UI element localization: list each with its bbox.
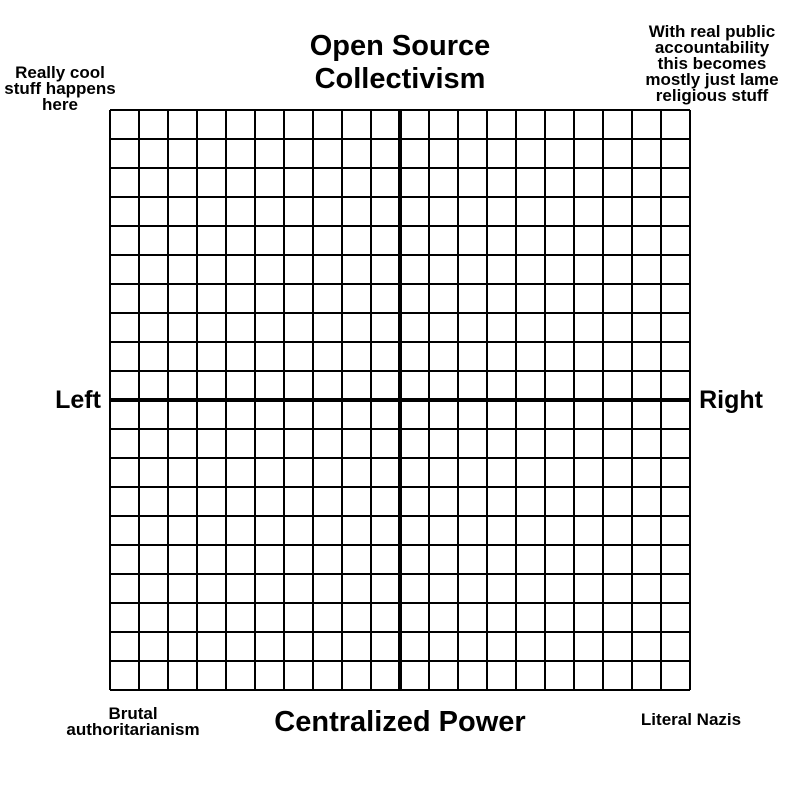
bottom-right-quadrant-annotation: Literal Nazis xyxy=(640,710,742,729)
right-axis-label: Right xyxy=(699,386,763,414)
top-left-quadrant-annotation: Really cool stuff happens here xyxy=(4,63,116,114)
axes xyxy=(110,110,690,690)
top-axis-label: Open Source Collectivism xyxy=(309,30,491,95)
left-axis-label: Left xyxy=(55,386,101,414)
top-right-quadrant-annotation: With real public accountability this bec… xyxy=(645,22,779,105)
bottom-axis-label: Centralized Power xyxy=(274,706,526,738)
bottom-left-quadrant-annotation: Brutal authoritarianism xyxy=(66,704,200,739)
